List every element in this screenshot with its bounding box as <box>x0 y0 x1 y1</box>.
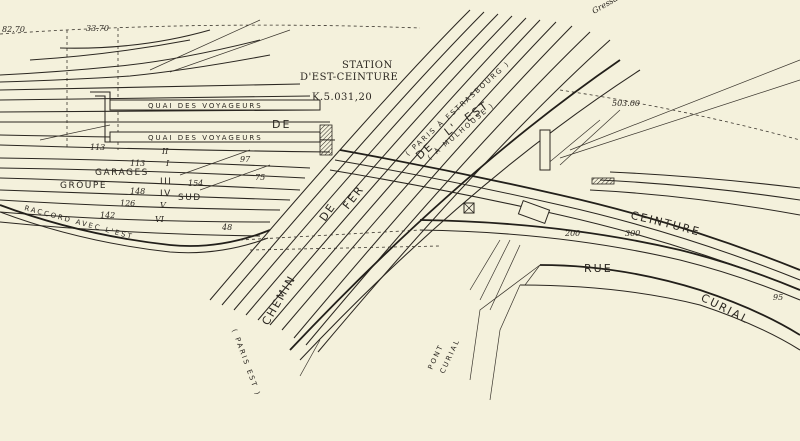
main-line-label-chemin: CHEMIN <box>259 273 298 328</box>
track-num-9: 126 <box>120 199 135 208</box>
groupe-label: GROUPE <box>60 181 107 191</box>
quai-lower-label: QUAI DES VOYAGEURS <box>148 134 263 142</box>
station-km: K.5.031,20 <box>312 92 372 103</box>
signal-box-icon <box>463 202 475 214</box>
raccord-label: RACCORD AVEC L'EST <box>23 204 134 241</box>
chainage-label-2: 33.70 <box>86 24 109 33</box>
chainage-label-1: 82.70 <box>2 25 25 34</box>
ceinture-tracks <box>329 59 800 301</box>
track-num-8: 148 <box>130 187 145 196</box>
track-num-2: II <box>161 147 169 156</box>
corner-label: Gressauné <box>591 0 633 16</box>
pont-curial-label: CURIAL <box>439 337 462 374</box>
quai-platforms <box>90 91 333 156</box>
rue-curial-name: CURIAL <box>699 291 752 326</box>
quai-upper-label: QUAI DES VOYAGEURS <box>148 102 263 110</box>
ceinture-label: CEINTURE <box>630 209 703 239</box>
track-num-12: VI <box>155 215 165 224</box>
track-num-13: 48 <box>221 223 232 232</box>
raccord-track <box>0 204 271 254</box>
rue-label: RUE <box>584 262 613 275</box>
groupe-sud: SUD <box>178 193 202 203</box>
track-num-7: 75 <box>255 173 265 182</box>
track-num-11: 142 <box>100 211 115 220</box>
ceinture-mark-200: 200 <box>564 229 580 238</box>
rue-mark: 95 <box>773 293 783 302</box>
track-num-10: V <box>160 201 167 210</box>
groupe-roman: IV <box>160 189 172 199</box>
station-title: STATION <box>342 60 393 71</box>
rue-curial-road <box>469 264 800 401</box>
ceinture-mark-300: 300 <box>625 229 640 238</box>
rue-curial-name-path: CURIAL <box>699 291 750 326</box>
track-num-4: 113 <box>130 159 145 168</box>
garages-label: GARAGES <box>95 168 149 178</box>
main-line-label-l: L' <box>442 120 460 138</box>
chainage-label-km: 503.00 <box>612 99 640 108</box>
main-line-label-de: DE <box>317 200 339 223</box>
chainage-reference-line <box>0 24 800 150</box>
ceinture-label-path: CEINTURE <box>630 209 701 239</box>
pont-curial <box>469 199 551 311</box>
quai-de-label: DE <box>272 118 291 131</box>
station-name: D'EST-CEINTURE <box>300 72 398 83</box>
paris-est-label: ( PARIS EST ) <box>230 328 262 398</box>
main-line-bundle <box>209 9 641 377</box>
track-num-6: 154 <box>188 179 203 188</box>
track-num-5: I <box>165 159 170 168</box>
track-num-1: 113 <box>90 143 105 152</box>
garages-roman: III <box>160 177 172 187</box>
track-num-3: 97 <box>240 155 251 164</box>
west-yard-tracks <box>0 19 336 237</box>
